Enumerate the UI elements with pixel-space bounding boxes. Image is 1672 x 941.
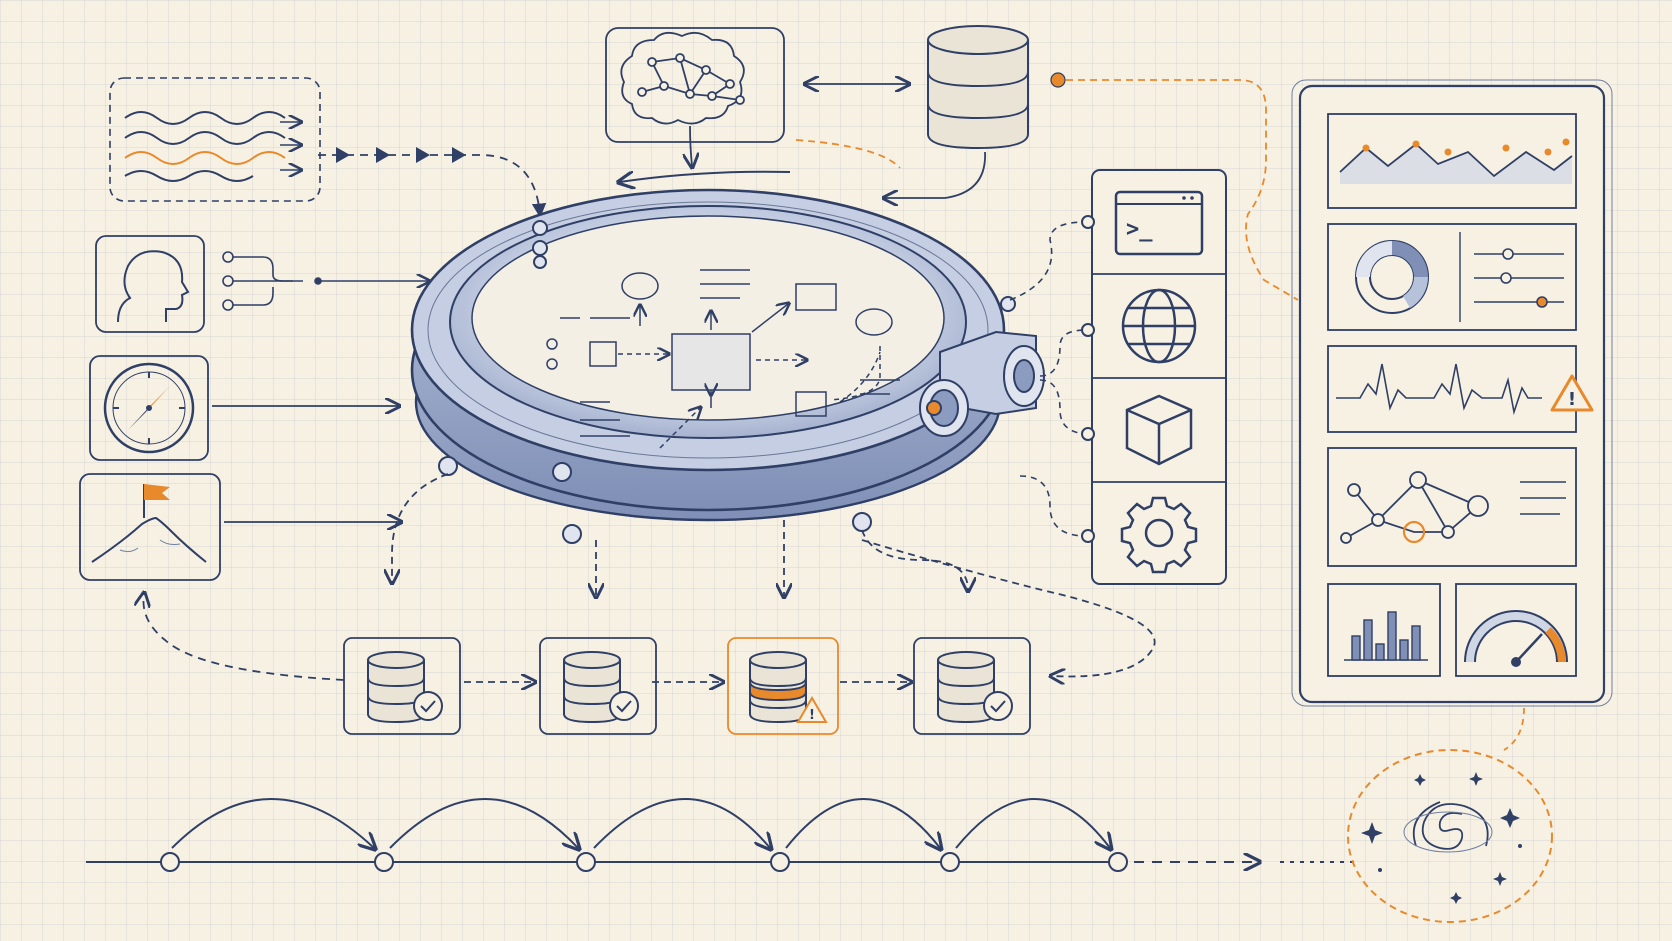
input-signal-panel: [109, 77, 321, 202]
galaxy-icon: [1347, 749, 1553, 923]
brain-panel: [605, 27, 785, 166]
alert-triangle-icon: !: [1550, 374, 1594, 412]
brain-network-icon: [620, 31, 745, 125]
cube-icon: [1125, 394, 1193, 466]
line-chart-icon: [1327, 113, 1577, 209]
heartbeat-icon: [1336, 363, 1542, 416]
human-head-icon: [117, 250, 190, 323]
gauge-icon: [1464, 610, 1568, 667]
storage-chain: !: [343, 473, 1156, 735]
dashboard-galaxy-link: [1503, 707, 1525, 751]
database-icon: [927, 25, 1029, 150]
globe-icon: [1121, 288, 1197, 364]
input-goal-panel: [79, 473, 400, 581]
storage-node-4: [913, 637, 1031, 735]
brain-orange-link: [795, 139, 901, 169]
timeline-milestones: [160, 852, 1128, 872]
storage-node-1: [343, 637, 461, 735]
db-dashboard-link: [1066, 79, 1299, 301]
donut-chart-icon: [1355, 240, 1429, 314]
compass-icon: [103, 362, 195, 454]
input-person-panel: [95, 235, 428, 333]
node-graph-icon: [1340, 471, 1566, 544]
alert-triangle-glyph: !: [1568, 389, 1576, 410]
database-check-icon: [937, 651, 1013, 724]
database-check-icon: [563, 651, 639, 724]
bar-chart-icon: [1344, 611, 1428, 661]
mountain-flag-icon: [91, 484, 207, 563]
central-ring: [410, 170, 1045, 544]
tool-panel: >_: [1009, 169, 1227, 585]
top-database: [885, 25, 1066, 198]
warning-glyph: !: [809, 708, 815, 723]
signal-flow-arrow: [318, 147, 547, 218]
storage-node-3-warning: !: [727, 637, 839, 735]
feedback-loop-arrow: [143, 594, 345, 681]
database-check-icon: [367, 651, 443, 724]
storage-node-2: [539, 637, 657, 735]
terminal-glyph: >_: [1126, 217, 1153, 242]
dashboard-panel: !: [1291, 79, 1613, 707]
ring-port-fitting: [919, 330, 1045, 437]
signal-waves-icon: [124, 111, 286, 182]
slider-controls-icon: [1474, 248, 1564, 308]
process-graph: [546, 269, 900, 449]
timeline: [86, 798, 1360, 872]
terminal-icon: >_: [1114, 190, 1204, 256]
gear-icon: [1120, 496, 1198, 574]
database-warning-icon: [749, 651, 828, 724]
input-compass-panel: [89, 355, 398, 461]
